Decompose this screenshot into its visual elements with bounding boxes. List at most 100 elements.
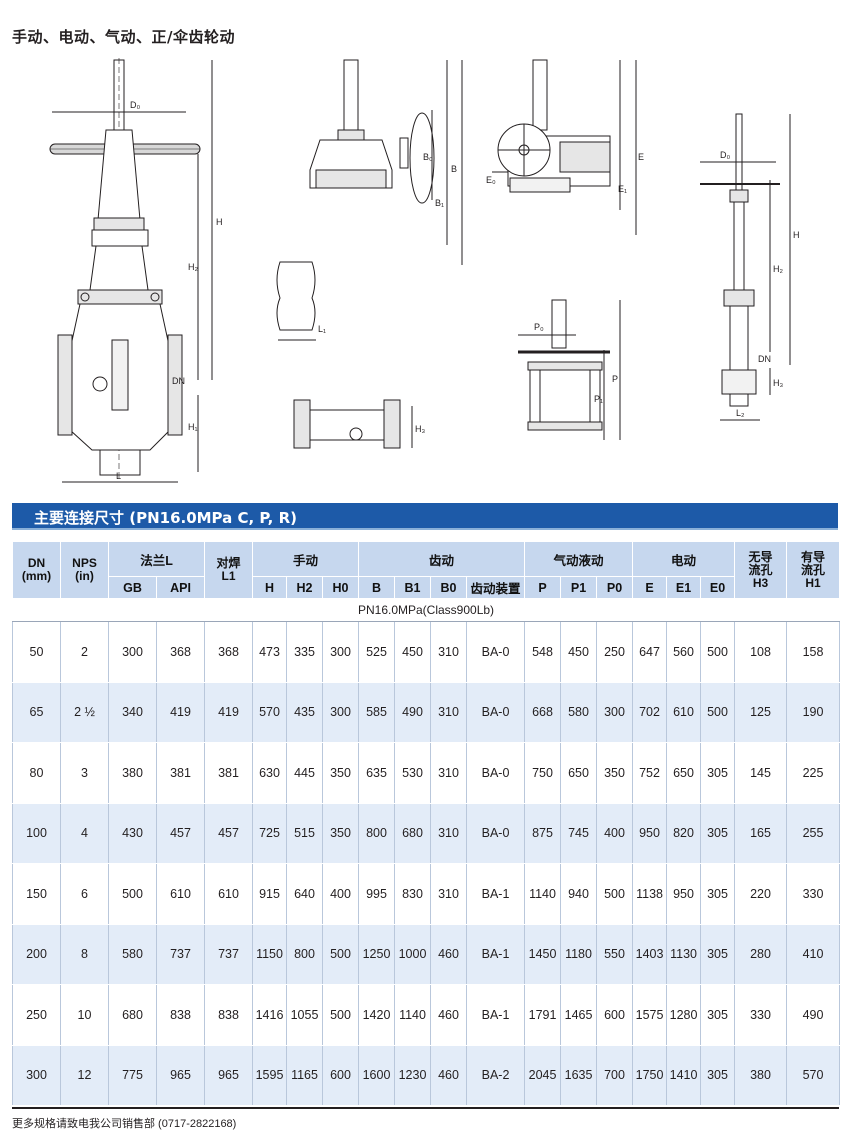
table-cell: 737 (155, 923, 206, 985)
section-title: 主要连接尺寸 (PN16.0MPa C, P, R) (34, 509, 297, 527)
label-e0: E₀ (486, 175, 496, 185)
label-side-dn: DN (758, 354, 771, 364)
label-d0: D₀ (130, 100, 140, 110)
table-cell: 340 (108, 681, 157, 743)
table-cell: 702 (632, 681, 668, 743)
table-cell: 1416 (252, 984, 288, 1046)
pneumatic-actuator-drawing (518, 299, 621, 440)
table-cell: 250 (596, 621, 634, 683)
table-cell: 419 (204, 681, 254, 743)
table-cell: 750 (524, 742, 562, 804)
table-cell: 580 (108, 923, 157, 985)
label-side-h2: H₂ (773, 264, 783, 274)
table-cell: 190 (786, 681, 841, 743)
table-cell: 410 (786, 923, 841, 985)
table-cell: 435 (286, 681, 324, 743)
table-cell: 600 (322, 1044, 360, 1106)
table-cell: 630 (252, 742, 288, 804)
table-cell: 500 (322, 984, 360, 1046)
table-cell: 775 (108, 1044, 157, 1106)
label-b1: B₁ (435, 198, 444, 208)
table-cell: 950 (666, 863, 702, 925)
table-cell: 150 (12, 863, 61, 925)
table-cell: 50 (12, 621, 61, 683)
label-side-h3: H₃ (773, 378, 783, 388)
table-cell: 1595 (252, 1044, 288, 1106)
table-cell: 647 (632, 621, 668, 683)
table-cell: 1410 (666, 1044, 702, 1106)
label-l2: L₂ (736, 408, 745, 418)
header-dn: DN (mm) (12, 541, 61, 599)
table-cell: 1180 (560, 923, 598, 985)
bottom-rule (12, 1107, 839, 1109)
table-cell: 650 (560, 742, 598, 804)
table-cell: 125 (734, 681, 788, 743)
pressure-class-row: PN16.0MPa(Class900Lb) (11, 598, 841, 622)
table-cell: BA-1 (466, 863, 526, 925)
table-cell: 830 (394, 863, 432, 925)
table-cell: 368 (155, 621, 206, 683)
table-cell: 4 (60, 802, 109, 864)
table-cell: 838 (204, 984, 254, 1046)
dimension-table-container: DN (mm) NPS (in) 法兰L 对焊 L1 手动 齿动 气动液动 电动… (11, 541, 841, 1106)
table-cell: 450 (560, 621, 598, 683)
label-side-d0: D₀ (720, 150, 730, 160)
table-cell: 500 (322, 923, 360, 985)
table-cell: 80 (12, 742, 61, 804)
table-cell: 445 (286, 742, 324, 804)
table-cell: 548 (524, 621, 562, 683)
table-cell: 1403 (632, 923, 668, 985)
table-cell: 108 (734, 621, 788, 683)
header-flange-l: 法兰L (107, 541, 206, 577)
table-cell: 305 (700, 1044, 736, 1106)
table-cell: 570 (786, 1044, 841, 1106)
table-cell: 680 (108, 984, 157, 1046)
table-cell: 585 (358, 681, 396, 743)
label-h3: H₃ (415, 424, 425, 434)
subheader-cell: H2 (286, 576, 324, 599)
table-cell: 640 (286, 863, 324, 925)
label-b: B (451, 164, 457, 174)
label-side-h: H (793, 230, 800, 240)
table-cell: 1230 (394, 1044, 432, 1106)
table-cell: 2045 (524, 1044, 562, 1106)
table-cell: 1280 (666, 984, 702, 1046)
electric-actuator-drawing (492, 59, 637, 235)
subheader-cell: B1 (394, 576, 432, 599)
table-cell: BA-2 (466, 1044, 526, 1106)
table-cell: 12 (60, 1044, 109, 1106)
table-cell: 380 (108, 742, 157, 804)
table-cell: 995 (358, 863, 396, 925)
label-p0: P₀ (534, 322, 544, 332)
table-cell: 350 (322, 802, 360, 864)
table-cell: 490 (394, 681, 432, 743)
table-cell: 145 (734, 742, 788, 804)
table-cell: 305 (700, 923, 736, 985)
table-cell: 700 (596, 1044, 634, 1106)
table-cell: 457 (155, 802, 206, 864)
label-e: E (638, 152, 644, 162)
table-cell: 635 (358, 742, 396, 804)
side-valve-drawing (700, 113, 791, 421)
table-cell: 6 (60, 863, 109, 925)
table-cell: BA-1 (466, 984, 526, 1046)
subheader-cell: H (252, 576, 288, 599)
table-cell: BA-0 (466, 742, 526, 804)
table-cell: 300 (322, 621, 360, 683)
table-cell: 3 (60, 742, 109, 804)
table-cell: 1635 (560, 1044, 598, 1106)
table-cell: 525 (358, 621, 396, 683)
header-butt-weld: 对焊 L1 (204, 541, 254, 599)
table-cell: 2 (60, 621, 109, 683)
table-cell: 500 (700, 681, 736, 743)
table-cell: 419 (155, 681, 206, 743)
table-cell: 305 (700, 984, 736, 1046)
table-cell: 1450 (524, 923, 562, 985)
label-h1: H₁ (188, 422, 198, 432)
table-cell: 400 (596, 802, 634, 864)
table-cell: 400 (322, 863, 360, 925)
table-cell: 500 (108, 863, 157, 925)
table-cell: 490 (786, 984, 841, 1046)
table-cell: 305 (700, 742, 736, 804)
